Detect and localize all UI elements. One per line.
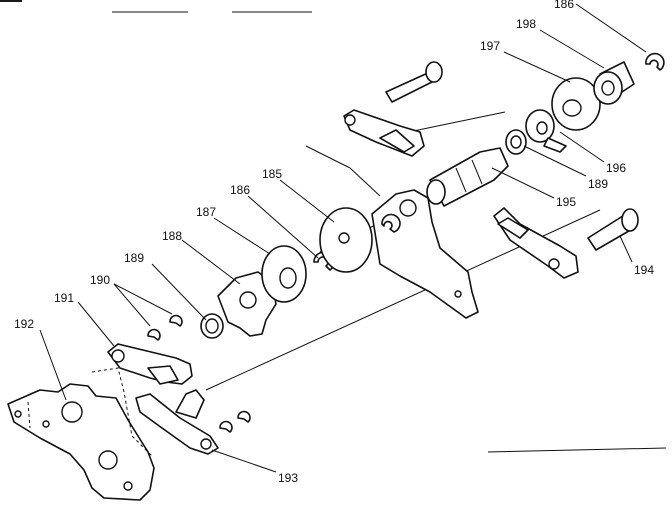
part-196-tab-washer (525, 109, 567, 153)
callout-191: 191 (54, 291, 74, 305)
callout-185: 185 (262, 167, 282, 181)
callout-189-right: 189 (588, 177, 608, 191)
callout-186-top: 186 (554, 0, 574, 11)
callout-193: 193 (278, 471, 298, 485)
callout-194: 194 (634, 263, 654, 277)
part-link-upper (343, 109, 425, 157)
part-186-ring-top (645, 52, 665, 71)
callout-192: 192 (14, 317, 34, 331)
callout-197: 197 (480, 39, 500, 53)
callout-189-left: 189 (124, 251, 144, 265)
callout-196: 196 (606, 161, 626, 175)
leader-lines (39, 3, 647, 473)
part-188-cam (217, 271, 277, 337)
part-195-shaft (426, 147, 509, 207)
callout-labels: 186 198 197 196 189 195 185 186 187 188 … (14, 0, 654, 485)
part-pin-upper (385, 61, 443, 103)
border-rules (0, 0, 667, 453)
callout-186-mid: 186 (230, 183, 250, 197)
callout-198: 198 (516, 17, 536, 31)
part-189-washer-right (505, 129, 527, 155)
part-197-disc (551, 77, 601, 131)
part-189-washer-left (200, 313, 224, 339)
part-187-disc (261, 245, 307, 303)
part-192-base-plate (7, 367, 155, 501)
part-193-link (135, 389, 251, 455)
part-198-bushing (593, 61, 635, 105)
part-191-link (107, 343, 193, 385)
part-190-clips (147, 314, 183, 341)
callout-188: 188 (162, 229, 182, 243)
callout-187: 187 (196, 205, 216, 219)
part-185-disc (319, 207, 373, 273)
part-185-bracket (371, 189, 479, 319)
part-194-pin (587, 208, 639, 251)
callout-195: 195 (556, 195, 576, 209)
part-link-right (493, 207, 579, 279)
callout-190: 190 (90, 273, 110, 287)
